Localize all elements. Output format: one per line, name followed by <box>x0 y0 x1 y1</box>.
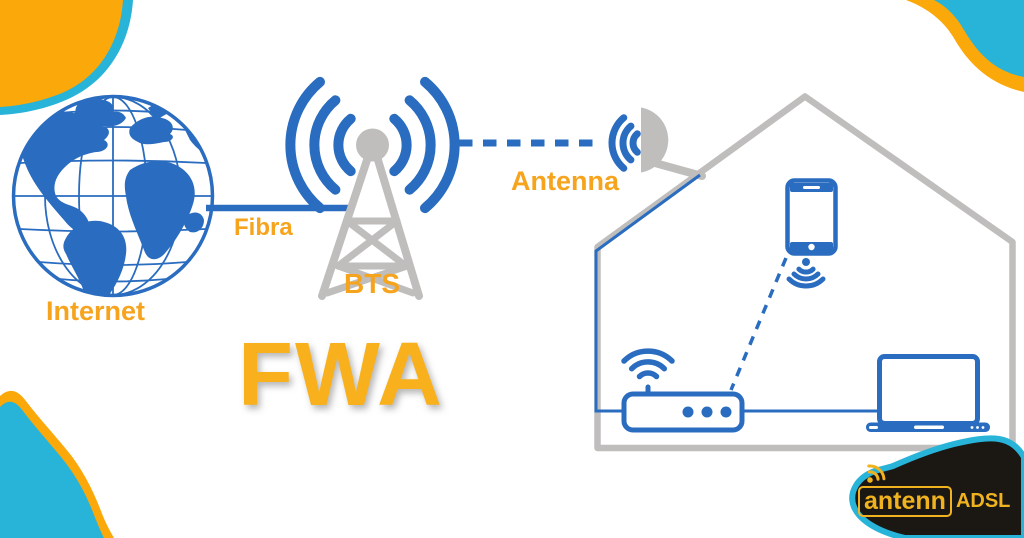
corner-blob-bottom-right <box>849 435 1024 538</box>
dish-antenna-icon <box>641 107 706 180</box>
corner-blob-top-right <box>906 0 1024 92</box>
corner-blob-top-left <box>0 0 133 115</box>
fwa-title: FWA <box>238 325 444 425</box>
bts-label: BTS <box>344 268 400 299</box>
wifi-router-icon <box>621 348 745 433</box>
corner-blob-bottom-left <box>0 390 114 538</box>
brand-name: antenn <box>858 486 952 518</box>
antenna-waves-icon <box>608 114 641 172</box>
phone-to-router-dashed-line <box>729 257 788 391</box>
smartphone-icon <box>729 178 838 391</box>
phone-wifi-icon <box>786 258 826 289</box>
antenna-label: Antenna <box>511 166 619 196</box>
indoor-cable-lines <box>594 173 878 413</box>
internet-label: Internet <box>46 296 146 326</box>
laptop-icon <box>866 354 990 432</box>
radio-waves-icon <box>285 76 460 214</box>
brand-logo: antenn ADSL <box>858 460 1024 532</box>
globe-icon <box>11 94 215 298</box>
wifi-signal-icon <box>867 464 886 483</box>
fibra-label: Fibra <box>234 214 293 241</box>
cell-tower-icon <box>318 128 423 300</box>
brand-suffix: ADSL <box>955 490 1011 513</box>
